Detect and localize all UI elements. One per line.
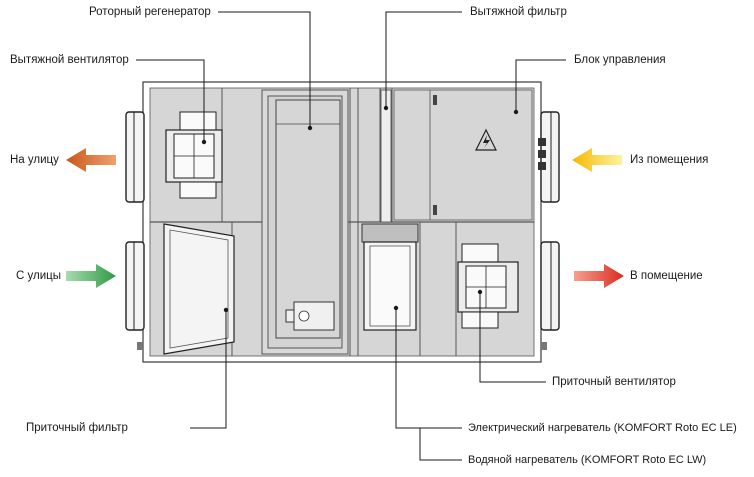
arrow-to-room [574, 264, 624, 288]
arrow-from-room [572, 148, 622, 172]
leader-lines [136, 11, 566, 461]
heater [361, 223, 419, 331]
label-to-room: В помещение [630, 270, 703, 282]
rotary-regenerator [275, 99, 341, 339]
exhaust-fan [165, 111, 223, 199]
supply-filter [163, 223, 235, 355]
label-water-heater: Водяной нагреватель (KOMFORT Roto EC LW) [468, 454, 707, 466]
label-supply-filter: Приточный фильтр [26, 422, 128, 434]
label-to-outside: На улицу [10, 154, 59, 166]
label-supply-fan: Приточный вентилятор [552, 376, 676, 388]
arrow-to-outside [66, 148, 116, 172]
left-duct-flanges [125, 111, 145, 331]
label-exhaust-fan: Вытяжной вентилятор [10, 54, 129, 66]
leader-dots [201, 105, 519, 313]
control-unit [393, 89, 533, 221]
label-from-outside: С улицы [16, 270, 61, 282]
label-from-room: Из помещения [630, 154, 709, 166]
label-electric-heater: Электрический нагреватель (KOMFORT Roto … [468, 422, 737, 434]
label-control-unit: Блок управления [574, 54, 666, 66]
right-duct-flanges [538, 111, 560, 331]
label-exhaust-filter: Вытяжной фильтр [470, 6, 567, 18]
electric-hazard-icon [475, 128, 497, 151]
arrow-from-outside [66, 264, 116, 288]
label-rotary-regenerator: Роторный регенератор [89, 6, 211, 18]
